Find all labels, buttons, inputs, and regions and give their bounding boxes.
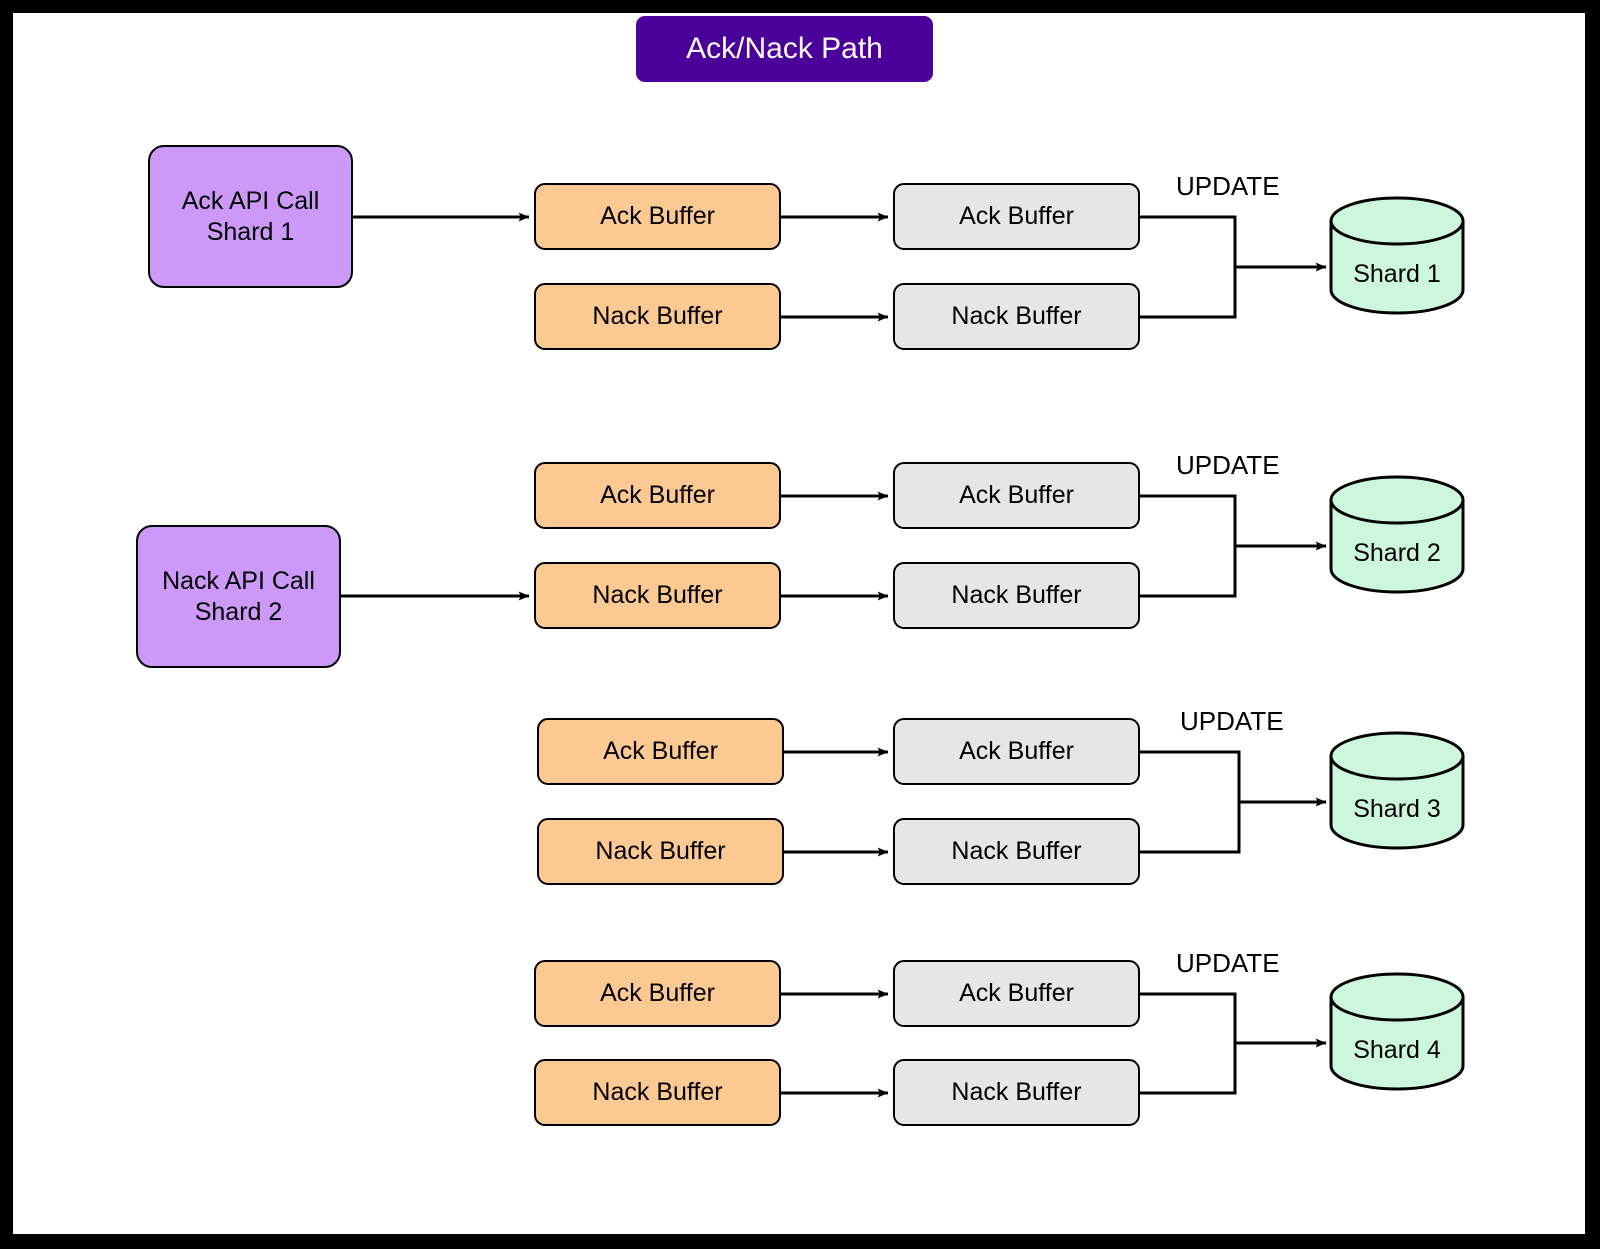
source-ack-buffer-3[interactable]: Ack Buffer <box>537 718 784 785</box>
merge-connector-2 <box>1140 494 1237 598</box>
source-ack-buffer-2[interactable]: Ack Buffer <box>534 462 781 529</box>
diagram-canvas: Ack/Nack Path Ack API Call Shard 1 Nack … <box>13 13 1585 1234</box>
source-nack-buffer-2[interactable]: Nack Buffer <box>534 562 781 629</box>
source-nack-buffer-3[interactable]: Nack Buffer <box>537 818 784 885</box>
target-nack-buffer-4[interactable]: Nack Buffer <box>893 1059 1140 1126</box>
target-nack-buffer-2[interactable]: Nack Buffer <box>893 562 1140 629</box>
diagram-frame: Ack/Nack Path Ack API Call Shard 1 Nack … <box>13 13 1585 1234</box>
target-ack-buffer-3[interactable]: Ack Buffer <box>893 718 1140 785</box>
target-ack-buffer-1[interactable]: Ack Buffer <box>893 183 1140 250</box>
ack-api-call-shard-1-node[interactable]: Ack API Call Shard 1 <box>148 145 353 288</box>
update-label-1: UPDATE <box>1176 171 1280 201</box>
update-label-2: UPDATE <box>1176 450 1280 480</box>
source-ack-buffer-4[interactable]: Ack Buffer <box>534 960 781 1027</box>
diagram-title-banner: Ack/Nack Path <box>636 16 933 82</box>
shard-db-3-shape[interactable] <box>1329 731 1465 850</box>
target-ack-buffer-4[interactable]: Ack Buffer <box>893 960 1140 1027</box>
shard-db-2-shape[interactable] <box>1329 475 1465 594</box>
target-nack-buffer-1[interactable]: Nack Buffer <box>893 283 1140 350</box>
nack-api-call-shard-2-node[interactable]: Nack API Call Shard 2 <box>136 525 341 668</box>
shard-db-1-shape[interactable] <box>1329 196 1465 315</box>
update-label-4: UPDATE <box>1176 948 1280 978</box>
source-nack-buffer-1[interactable]: Nack Buffer <box>534 283 781 350</box>
connector-layer <box>341 196 1465 1098</box>
update-label-3: UPDATE <box>1180 706 1284 736</box>
target-ack-buffer-2[interactable]: Ack Buffer <box>893 462 1140 529</box>
merge-connector-3 <box>1140 750 1241 854</box>
source-nack-buffer-4[interactable]: Nack Buffer <box>534 1059 781 1126</box>
source-ack-buffer-1[interactable]: Ack Buffer <box>534 183 781 250</box>
merge-connector-4 <box>1140 992 1237 1095</box>
merge-connector-1 <box>1140 215 1237 319</box>
target-nack-buffer-3[interactable]: Nack Buffer <box>893 818 1140 885</box>
shard-db-4-shape[interactable] <box>1329 972 1465 1091</box>
